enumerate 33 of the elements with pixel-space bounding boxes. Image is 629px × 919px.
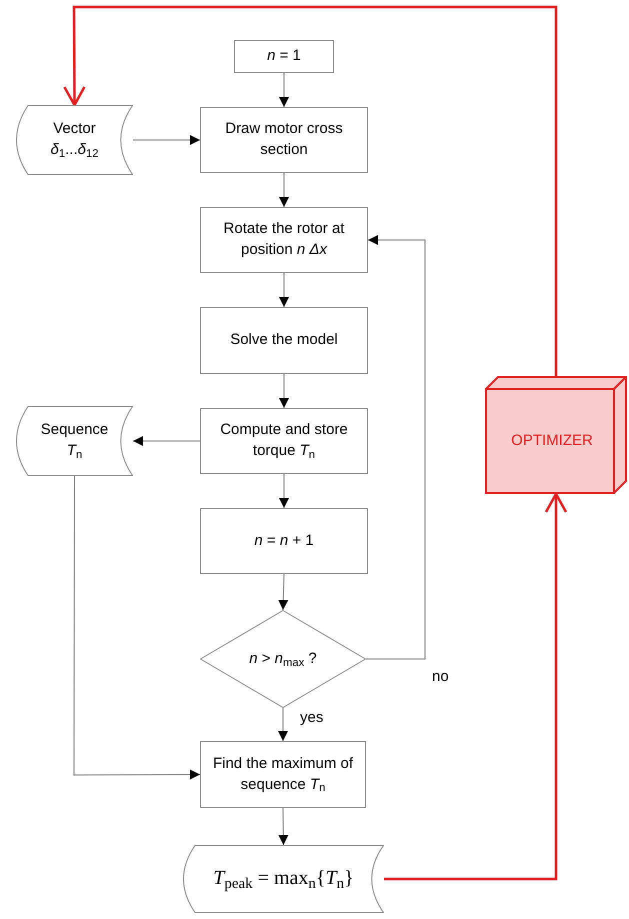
arrow <box>63 6 558 376</box>
process-box <box>200 307 368 374</box>
node-text: n = n + 1 <box>254 530 314 551</box>
arrow <box>366 235 426 660</box>
node-text: Compute and store torque T$_{n}$ <box>219 420 349 462</box>
node-text: Sequence T$_{n}$ <box>40 420 110 462</box>
arrow <box>74 476 200 780</box>
node-text: n = 1 <box>267 46 301 66</box>
arrow <box>132 135 200 145</box>
node-text: Draw motor cross section <box>224 119 344 160</box>
node-text: Solve the model <box>230 330 338 350</box>
arrow <box>279 474 289 508</box>
arrow <box>279 374 289 408</box>
node-text: Find the maximum of sequence T$_{n}$ <box>212 754 354 796</box>
arrow <box>278 574 288 610</box>
process-box <box>200 508 368 574</box>
process-box <box>200 107 368 173</box>
arrow <box>278 808 288 846</box>
process-box <box>200 408 368 474</box>
arrow <box>384 492 568 880</box>
node-text: T$_{peak}$ = max$_{n}${T$_{n}$} <box>213 866 354 893</box>
process-box <box>200 741 366 808</box>
arrow <box>279 72 289 108</box>
node-text: n > n$_{max}$ ? <box>249 648 317 670</box>
process-box <box>234 40 334 73</box>
arrow <box>278 708 288 742</box>
node-text: Rotate the rotor at position n Δx <box>222 219 346 260</box>
process-box <box>200 207 368 273</box>
node-text: OPTIMIZER <box>511 430 593 451</box>
node-text: Vector δ$_{1}$...δ$_{12}$ <box>50 119 100 161</box>
arrow <box>132 436 200 446</box>
arrow <box>279 272 289 308</box>
arrow <box>279 172 289 208</box>
